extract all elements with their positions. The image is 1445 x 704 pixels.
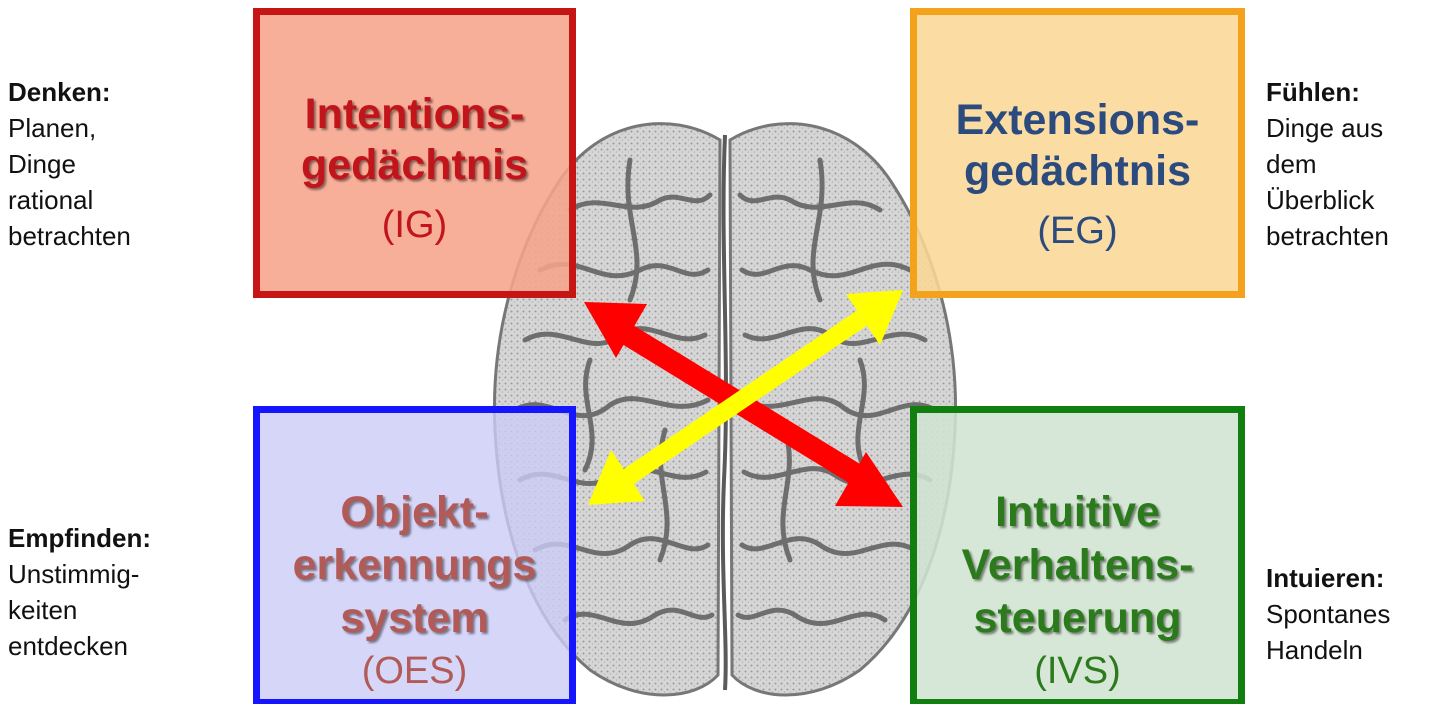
- eg-name-line2: gedächtnis: [964, 146, 1191, 197]
- intentions-gedaechtnis-box: Intentions- gedächtnis (IG): [253, 8, 576, 298]
- empfinden-line: entdecken: [8, 628, 151, 664]
- fuehlen-line: betrachten: [1266, 218, 1389, 254]
- intuieren-line: Handeln: [1266, 632, 1390, 668]
- fuehlen-line: Überblick: [1266, 182, 1389, 218]
- intuieren-description: Intuieren: Spontanes Handeln: [1266, 560, 1390, 668]
- denken-line: rational: [8, 182, 131, 218]
- empfinden-description: Empfinden: Unstimmig- keiten entdecken: [8, 520, 151, 664]
- fuehlen-line: dem: [1266, 146, 1389, 182]
- empfinden-line: Unstimmig-: [8, 556, 151, 592]
- ivs-name-line3: steuerung: [974, 592, 1182, 645]
- ig-abbreviation: (IG): [382, 203, 447, 247]
- extensions-gedaechtnis-box: Extensions- gedächtnis (EG): [910, 8, 1245, 298]
- ivs-name-line1: Intuitive: [995, 486, 1160, 539]
- ivs-name-line2: Verhaltens-: [962, 539, 1194, 592]
- empfinden-line: keiten: [8, 592, 151, 628]
- eg-abbreviation: (EG): [1037, 209, 1117, 253]
- objekterkennungssystem-box: Objekt- erkennungs system (OES): [253, 406, 576, 704]
- oes-name-line3: system: [340, 592, 488, 645]
- denken-line: Planen,: [8, 110, 131, 146]
- ig-name-line1: Intentions-: [305, 89, 525, 140]
- oes-abbreviation: (OES): [362, 649, 468, 693]
- empfinden-title: Empfinden:: [8, 520, 151, 556]
- denken-line: betrachten: [8, 218, 131, 254]
- intuitive-verhaltenssteuerung-box: Intuitive Verhaltens- steuerung (IVS): [910, 406, 1245, 704]
- denken-title: Denken:: [8, 74, 131, 110]
- fuehlen-line: Dinge aus: [1266, 110, 1389, 146]
- fuehlen-description: Fühlen: Dinge aus dem Überblick betracht…: [1266, 74, 1389, 254]
- fuehlen-title: Fühlen:: [1266, 74, 1389, 110]
- denken-description: Denken: Planen, Dinge rational betrachte…: [8, 74, 131, 254]
- eg-name-line1: Extensions-: [956, 95, 1200, 146]
- intuieren-line: Spontanes: [1266, 596, 1390, 632]
- ig-name-line2: gedächtnis: [301, 140, 528, 191]
- intuieren-title: Intuieren:: [1266, 560, 1390, 596]
- denken-line: Dinge: [8, 146, 131, 182]
- oes-name-line2: erkennungs: [293, 539, 537, 592]
- ivs-abbreviation: (IVS): [1034, 649, 1121, 693]
- oes-name-line1: Objekt-: [340, 486, 488, 539]
